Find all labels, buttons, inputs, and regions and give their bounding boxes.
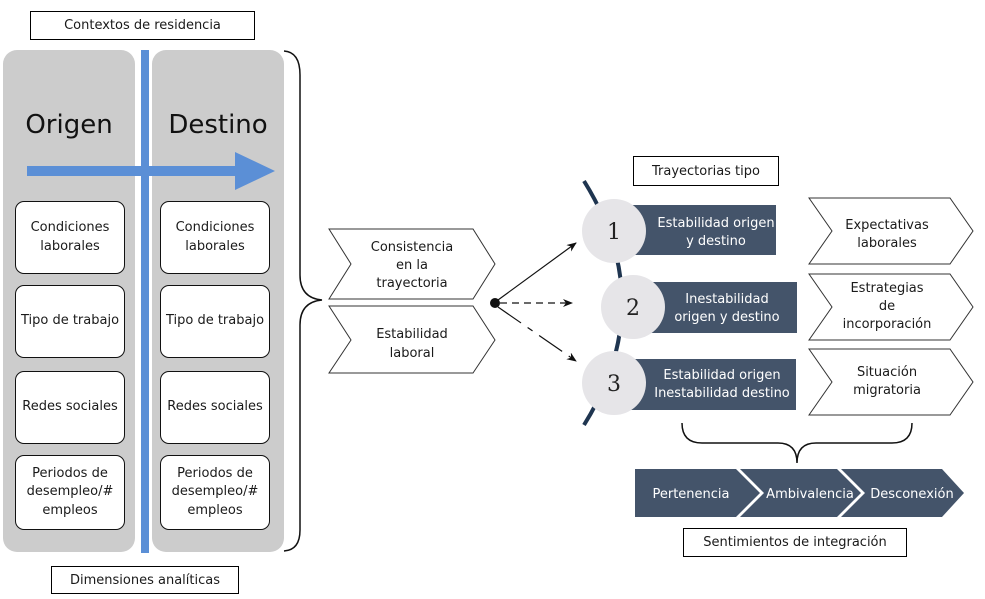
- branch-point-dot: [490, 298, 500, 308]
- sentimientos-integracion-label: Sentimientos de integración: [683, 528, 907, 557]
- criteria-line: en la: [396, 258, 428, 273]
- factor-chevron-estrategias: Estrategias de incorporación: [808, 273, 974, 341]
- destino-card-redes: Redes sociales: [160, 371, 270, 444]
- trajectory-label-line: y destino: [686, 234, 746, 249]
- factor-line: Estrategias: [850, 281, 923, 296]
- trajectory-label-line: Estabilidad origen: [663, 368, 780, 383]
- destino-card-condiciones: Condiciones laborales: [160, 201, 270, 274]
- trajectory-label-line: Inestabilidad destino: [654, 386, 790, 401]
- origen-title: Origen: [25, 110, 113, 140]
- criteria-line: laboral: [390, 346, 435, 361]
- feeling-pertenencia: [635, 469, 760, 517]
- factor-chevron-situacion: Situación migratoria: [808, 348, 974, 416]
- factor-line: migratoria: [853, 383, 921, 398]
- feelings-bar: Pertenencia Ambivalencia Desconexión: [635, 469, 964, 517]
- trajectory-number: 3: [607, 372, 621, 397]
- arrow-to-trajectory-3: [497, 306, 577, 362]
- origen-card-tipo-trabajo: Tipo de trabajo: [15, 285, 125, 358]
- arrow-to-trajectory-1: [497, 242, 577, 301]
- feeling-label: Desconexión: [870, 487, 953, 502]
- criteria-line: Consistencia: [371, 240, 454, 255]
- factor-chevron-expectativas: Expectativas laborales: [808, 197, 974, 265]
- left-group-brace: [283, 50, 323, 552]
- destino-title: Destino: [168, 110, 268, 140]
- criteria-line: trayectoria: [376, 276, 447, 291]
- trajectory-label-line: Estabilidad origen: [657, 216, 774, 231]
- trajectory-label-line: origen y destino: [674, 310, 779, 325]
- destino-card-tipo-trabajo: Tipo de trabajo: [160, 285, 270, 358]
- factor-line: de: [879, 299, 895, 314]
- origen-card-redes: Redes sociales: [15, 371, 125, 444]
- feeling-label: Ambivalencia: [766, 487, 854, 502]
- dimensiones-analiticas-label: Dimensiones analíticas: [51, 566, 239, 594]
- trajectory-number: 1: [607, 220, 621, 245]
- feeling-desconexion: [841, 469, 964, 517]
- factor-line: Situación: [857, 365, 917, 380]
- trayectorias-tipo-label: Trayectorias tipo: [633, 156, 779, 186]
- blue-arrow-icon: [27, 152, 275, 190]
- trajectory-number: 2: [626, 296, 640, 321]
- trajectory-1: 1 Estabilidad origen y destino: [582, 199, 776, 263]
- origen-card-periodos: Periodos de desempleo/# empleos: [15, 455, 125, 530]
- feeling-label: Pertenencia: [652, 487, 729, 502]
- bottom-group-brace: [681, 422, 913, 464]
- contextos-residencia-label: Contextos de residencia: [30, 11, 255, 40]
- criteria-chevron-estabilidad: Estabilidad laboral: [328, 305, 496, 374]
- trajectory-label-line: Inestabilidad: [685, 292, 768, 307]
- feeling-ambivalencia: [740, 469, 861, 517]
- factor-line: incorporación: [843, 317, 932, 332]
- factor-line: laborales: [857, 236, 917, 251]
- origen-card-condiciones: Condiciones laborales: [15, 201, 125, 274]
- criteria-chevron-consistencia: Consistencia en la trayectoria: [328, 228, 496, 300]
- blue-divider-line: [141, 50, 149, 553]
- criteria-line: Estabilidad: [376, 327, 448, 342]
- trajectory-2: 2 Inestabilidad origen y destino: [601, 275, 797, 339]
- destino-card-periodos: Periodos de desempleo/# empleos: [160, 455, 270, 530]
- factor-line: Expectativas: [845, 218, 929, 233]
- trajectory-3: 3 Estabilidad origen Inestabilidad desti…: [582, 351, 796, 415]
